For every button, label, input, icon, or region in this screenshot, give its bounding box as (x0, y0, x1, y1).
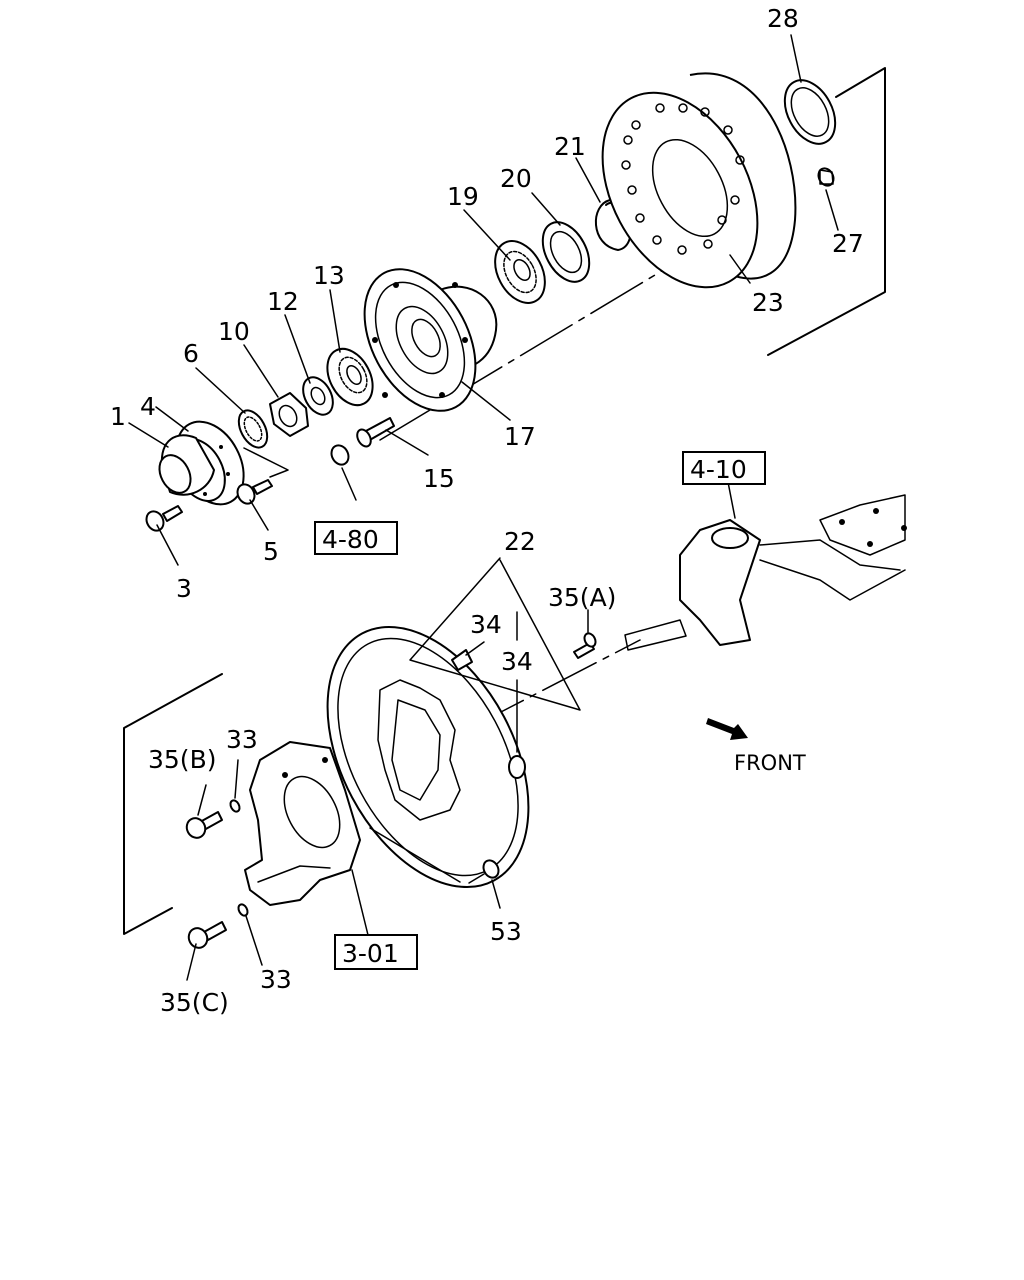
callout-20: 20 (500, 164, 532, 193)
ref-box-4-10: 4-10 (682, 451, 766, 485)
callout-15: 15 (423, 464, 455, 493)
leader-lines (128, 34, 839, 981)
part-33-washer-b (237, 903, 249, 917)
part-34-plug-b (508, 755, 526, 779)
part-35a-bolt (573, 632, 597, 659)
callout-1: 1 (110, 402, 126, 431)
callout-35b: 35(B) (148, 745, 216, 774)
callout-53: 53 (490, 917, 522, 946)
part-17-hub (363, 268, 498, 412)
part-28-seal-ring (783, 79, 837, 145)
callout-22: 22 (504, 527, 536, 556)
part-12-washer (302, 376, 334, 416)
bracket-drum-group (767, 67, 886, 356)
front-arrow-icon (706, 718, 748, 740)
ref-box-4-80: 4-80 (314, 521, 398, 555)
callout-3: 3 (176, 574, 192, 603)
callout-19: 19 (447, 182, 479, 211)
part-33-washer-a (229, 799, 241, 813)
ref-4-10-axle-knuckle (624, 494, 907, 651)
callout-12: 12 (267, 287, 299, 316)
callout-34-upper: 34 (470, 610, 502, 639)
callout-35c: 35(C) (160, 988, 229, 1017)
part-10-nut (269, 392, 309, 437)
callout-33-lower: 33 (260, 965, 292, 994)
callout-6: 6 (183, 339, 199, 368)
front-label: FRONT (734, 751, 806, 775)
part-53-nut (468, 859, 500, 884)
callout-23: 23 (752, 288, 784, 317)
ref-3-01-anchor-bracket (244, 741, 361, 906)
part-5-bolt (236, 479, 273, 505)
callout-33-upper: 33 (226, 725, 258, 754)
ref-box-3-01: 3-01 (334, 934, 418, 970)
callout-27: 27 (832, 229, 864, 258)
callout-17: 17 (504, 422, 536, 451)
callout-35a: 35(A) (548, 583, 616, 612)
part-23-brake-drum (601, 72, 797, 289)
ref-4-80-nut (330, 444, 350, 466)
ref-label-4-80: 4-80 (322, 525, 379, 554)
ref-label-3-01: 3-01 (342, 939, 399, 968)
part-3-bolt (145, 505, 183, 532)
callout-34-lower: 34 (501, 647, 533, 676)
callout-21: 21 (554, 132, 586, 161)
part-6-bearing (237, 409, 289, 478)
part-35c-bolt (187, 921, 227, 949)
part-27-nut (817, 167, 835, 187)
part-20-seal (541, 221, 591, 283)
bracket-anchor-group (123, 673, 223, 935)
callout-10: 10 (218, 317, 250, 346)
callout-13: 13 (313, 261, 345, 290)
part-15-hub-bolt (356, 417, 395, 448)
part-35b-bolt (185, 811, 223, 839)
ref-label-4-10: 4-10 (690, 455, 747, 484)
callout-28: 28 (767, 4, 799, 33)
callout-4: 4 (140, 392, 156, 421)
callouts: 1 3 4 5 6 10 12 13 15 17 19 20 21 22 23 … (110, 4, 864, 1017)
part-22-backing-plate (326, 625, 530, 889)
part-13-bearing (326, 347, 374, 407)
callout-5: 5 (263, 537, 279, 566)
